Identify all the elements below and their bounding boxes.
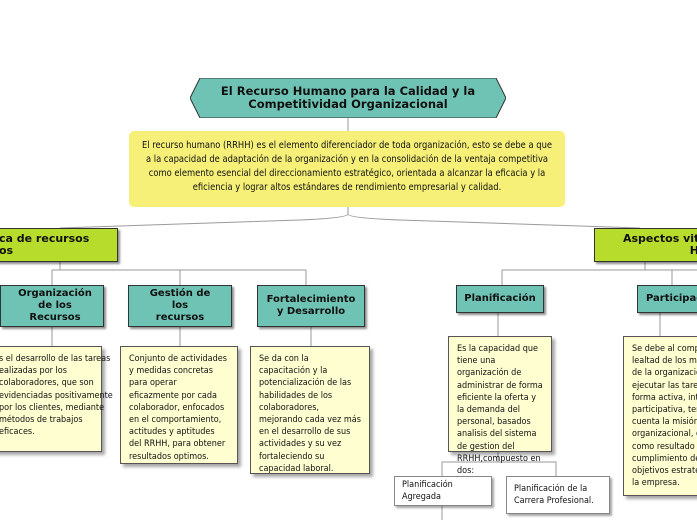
root-title: El Recurso Humano para la Calidad y la C… [220,84,476,111]
note-participacion[interactable]: Se debe al compro lealtad de los miem de… [623,336,697,496]
topic-fortalecimiento[interactable]: Fortalecimiento y Desarrollo [257,285,365,327]
note-planificacion[interactable]: Es la capacidad que tiene una organizaci… [448,336,552,476]
connector-desc-right [347,213,641,229]
branch-right[interactable]: Aspectos vita Hu [594,228,697,262]
subitem-planificacion-agregada[interactable]: Planificación Agregada [394,476,492,506]
hexagon-shape [190,78,506,118]
connector-left-children [51,269,307,285]
subitem-planificacion-carrera[interactable]: Planificación de la Carrera Profesional. [506,476,610,514]
topic-fortalecimiento-label: Fortalecimiento y Desarrollo [266,294,356,317]
note-organizacion[interactable]: s el desarrollo de las tareas ealizadas … [0,346,113,452]
note-gestion[interactable]: Conjunto de actividades y medidas concre… [120,346,238,464]
topic-planificacion[interactable]: Planificación [456,285,544,313]
branch-left[interactable]: ca de recursos os [0,228,118,262]
topic-organizacion-label: Organización de los Recursos [18,288,92,323]
root-title-node[interactable]: El Recurso Humano para la Calidad y la C… [190,78,506,118]
topic-participacion[interactable]: Participac [637,285,697,313]
connector-desc-left [59,207,349,229]
topic-participacion-label: Participac [646,293,697,304]
root-description[interactable]: El recurso humano (RRHH) es el elemento … [129,131,565,207]
topic-planificacion-label: Planificación [464,293,536,304]
connector-right-children [501,269,697,285]
connector-plan-subitems [441,452,557,476]
subitem-agregada-label: Planificación Agregada [402,480,453,502]
topic-gestion[interactable]: Gestión de los recursos [128,285,232,327]
branch-left-label: ca de recursos os [0,232,90,257]
note-fortalecimiento[interactable]: Se da con la capacitación y la potencial… [250,346,370,474]
branch-right-label: Aspectos vita Hu [623,232,697,257]
topic-gestion-label: Gestión de los recursos [149,288,211,323]
subitem-carrera-label: Planificación de la Carrera Profesional. [514,484,594,506]
topic-organizacion[interactable]: Organización de los Recursos [0,285,104,327]
